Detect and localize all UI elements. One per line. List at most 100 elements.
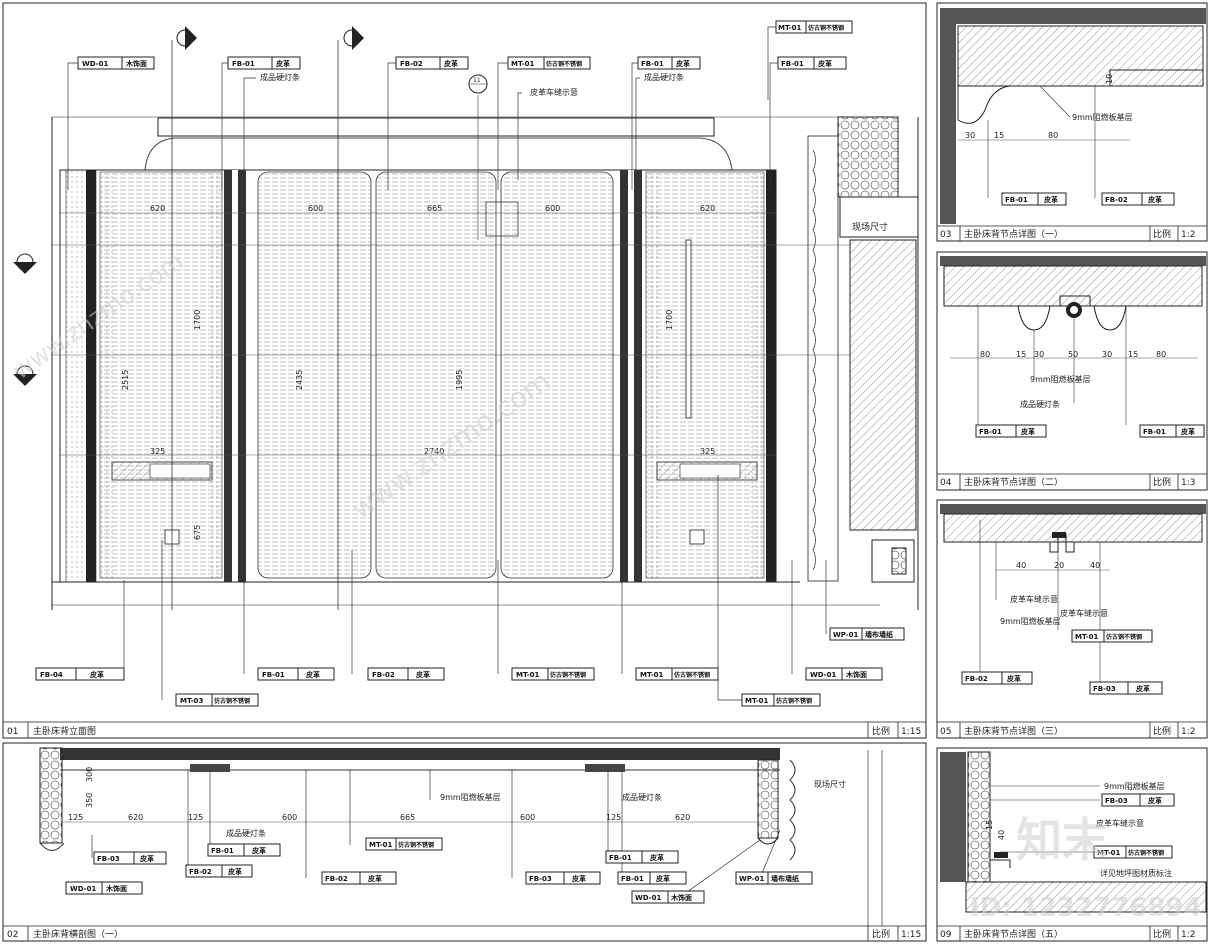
d05-tag-fb03-name: 皮革	[1135, 684, 1150, 693]
section-tags: WD-01 木饰面 FB-03 皮革 FB-02 皮革 FB-01 皮革 FB-…	[65, 837, 813, 904]
tag-fb01-top3-code: FB-01	[781, 60, 804, 68]
p01-scale: 1:15	[901, 727, 921, 737]
sec-tag-fb01-a-name: 皮革	[251, 846, 266, 855]
sec-tag-wp01-name: 墙布墙纸	[771, 874, 799, 883]
dim-325-left: 325	[150, 447, 165, 456]
detail-marker-number: 11	[473, 77, 481, 84]
dim-2435: 2435	[295, 370, 304, 390]
note-stitch-elev: 皮革车缝示意	[530, 87, 578, 97]
d05-tag-fb03-code: FB-03	[1093, 685, 1116, 693]
d09-tag-mt01-code: MT-01	[1097, 849, 1120, 857]
d09-note-floor: 详见地坪图材质标注	[1100, 868, 1172, 878]
d05-dim-20: 20	[1054, 561, 1064, 570]
sec-dim-600-b: 600	[520, 813, 535, 822]
p04-num: 04	[940, 478, 952, 488]
detail-04-tags: FB-01 皮革 FB-01 皮革	[975, 424, 1205, 438]
d09-note-stitch: 皮革车缝示意	[1096, 818, 1144, 828]
elevation-dims: 620 600 665 600 620 2740 325 325 1700 17…	[121, 204, 888, 540]
tag-fb01-bot-name: 皮革	[305, 670, 320, 679]
sec-note-site: 现场尺寸	[814, 779, 846, 789]
tag-mt01-bot3-code: MT-01	[745, 697, 768, 705]
sec-tag-mt01-code: MT-01	[369, 841, 392, 849]
d04-tag-fb01-a-code: FB-01	[979, 428, 1002, 436]
d04-tag-fb01-a-name: 皮革	[1020, 427, 1035, 436]
sec-tag-wd01-b-code: WD-01	[635, 894, 661, 902]
detail-03-drawing: 30 15 80 10 9mm阻燃板基层	[940, 8, 1206, 224]
sec-dim-125-c: 125	[606, 813, 621, 822]
p01-title: 主卧床背立面图	[33, 725, 96, 737]
sec-tag-fb03-code: FB-03	[97, 855, 120, 863]
p05-scale-label: 比例	[1153, 725, 1171, 737]
p04-title: 主卧床背节点详图（二）	[964, 476, 1063, 488]
tag-mt01-top-name: 仿古铜不锈钢	[546, 60, 582, 68]
dim-675: 675	[193, 525, 202, 540]
d05-tag-mt01-name: 仿古铜不锈钢	[1106, 633, 1142, 641]
p04-scale-label: 比例	[1153, 476, 1171, 488]
d05-tag-mt01-code: MT-01	[1075, 633, 1098, 641]
p09-scale-label: 比例	[1153, 928, 1171, 940]
p04-scale: 1:3	[1181, 478, 1195, 488]
tag-fb02-bot-name: 皮革	[415, 670, 430, 679]
sec-dim-350: 350	[85, 793, 94, 808]
d05-dim-40-a: 40	[1016, 561, 1026, 570]
d09-tag-fb03-code: FB-03	[1105, 797, 1128, 805]
sec-note-led-left: 成品硬灯条	[226, 828, 266, 838]
detail-05-tags: MT-01 仿古铜不锈钢 FB-02 皮革 FB-03 皮革	[961, 629, 1163, 695]
d04-note-board: 9mm阻燃板基层	[1030, 374, 1091, 384]
d03-tag-fb02-name: 皮革	[1147, 195, 1162, 204]
d05-tag-fb02-code: FB-02	[965, 675, 988, 683]
p01-scale-label: 比例	[872, 725, 890, 737]
tag-fb01-top-code: FB-01	[232, 60, 255, 68]
watermark-id: ID: 1232776894	[970, 893, 1202, 923]
tag-mt01-bot2-name: 仿古铜不锈钢	[674, 671, 710, 679]
watermark-brand: 知末	[1016, 813, 1108, 867]
p09-title: 主卧床背节点详图（五）	[964, 928, 1063, 940]
dim-620-right: 620	[700, 204, 715, 213]
d09-tag-mt01-name: 仿古铜不锈钢	[1128, 849, 1164, 857]
sec-tag-fb01-b-name: 皮革	[649, 853, 664, 862]
tag-fb01-bot-code: FB-01	[262, 671, 285, 679]
detail-09-drawing: 40 15 9mm阻燃板基层 皮革车缝示意 详见地坪图材质标注	[940, 751, 1207, 913]
sec-dim-620-a: 620	[128, 813, 143, 822]
p02-num: 02	[7, 930, 18, 940]
note-site-size-elev: 现场尺寸	[852, 221, 888, 233]
p09-scale: 1:2	[1181, 930, 1195, 940]
tag-mt01-corner-code: MT-01	[778, 24, 801, 32]
note-led-elev-right: 成品硬灯条	[644, 72, 684, 82]
tag-fb02-top-code: FB-02	[400, 60, 423, 68]
sec-dim-125-a: 125	[68, 813, 83, 822]
d04-note-led: 成品硬灯条	[1020, 399, 1060, 409]
detail-04-drawing: 80 15 30 50 30 15 80 9mm阻燃板基层 成品硬灯条	[940, 256, 1206, 425]
sec-tag-fb03-name: 皮革	[139, 854, 154, 863]
d04-tag-fb01-b-name: 皮革	[1180, 427, 1195, 436]
tag-fb04-bot-name: 皮革	[89, 670, 104, 679]
d05-tag-fb02-name: 皮革	[1006, 674, 1021, 683]
tag-fb02-top-name: 皮革	[443, 59, 458, 68]
sec-dim-665: 665	[400, 813, 415, 822]
tag-fb02-bot-code: FB-02	[372, 671, 395, 679]
p03-num: 03	[940, 230, 951, 240]
dim-620-left: 620	[150, 204, 165, 213]
detail-09-tags: FB-03 皮革 MT-01 仿古铜不锈钢	[1093, 793, 1175, 859]
tag-wp01-name: 墙布墙纸	[865, 630, 893, 639]
d05-note-stitch-a: 皮革车缝示意	[1010, 594, 1058, 604]
p05-scale: 1:2	[1181, 727, 1195, 737]
tag-fb04-bot-code: FB-04	[40, 671, 63, 679]
d05-dim-40-b: 40	[1090, 561, 1100, 570]
dim-1700-left: 1700	[193, 310, 202, 330]
d04-dim-80-right: 80	[1156, 350, 1166, 359]
d09-dim-40: 40	[997, 830, 1006, 840]
sec-dim-125-b: 125	[188, 813, 203, 822]
dim-1700-right: 1700	[665, 310, 674, 330]
sec-note-led-right: 成品硬灯条	[622, 792, 662, 802]
sec-tag-fb02-b-code: FB-02	[325, 875, 348, 883]
d04-dim-15-b: 15	[1128, 350, 1138, 359]
d04-dim-30-b: 30	[1102, 350, 1112, 359]
d04-dim-30-a: 30	[1034, 350, 1044, 359]
detail-03-tags: FB-01 皮革 FB-02 皮革	[1001, 192, 1175, 206]
dim-600-a: 600	[308, 204, 323, 213]
p02-title: 主卧床背横剖图（一）	[33, 928, 123, 940]
p03-title: 主卧床背节点详图（一）	[964, 228, 1063, 240]
